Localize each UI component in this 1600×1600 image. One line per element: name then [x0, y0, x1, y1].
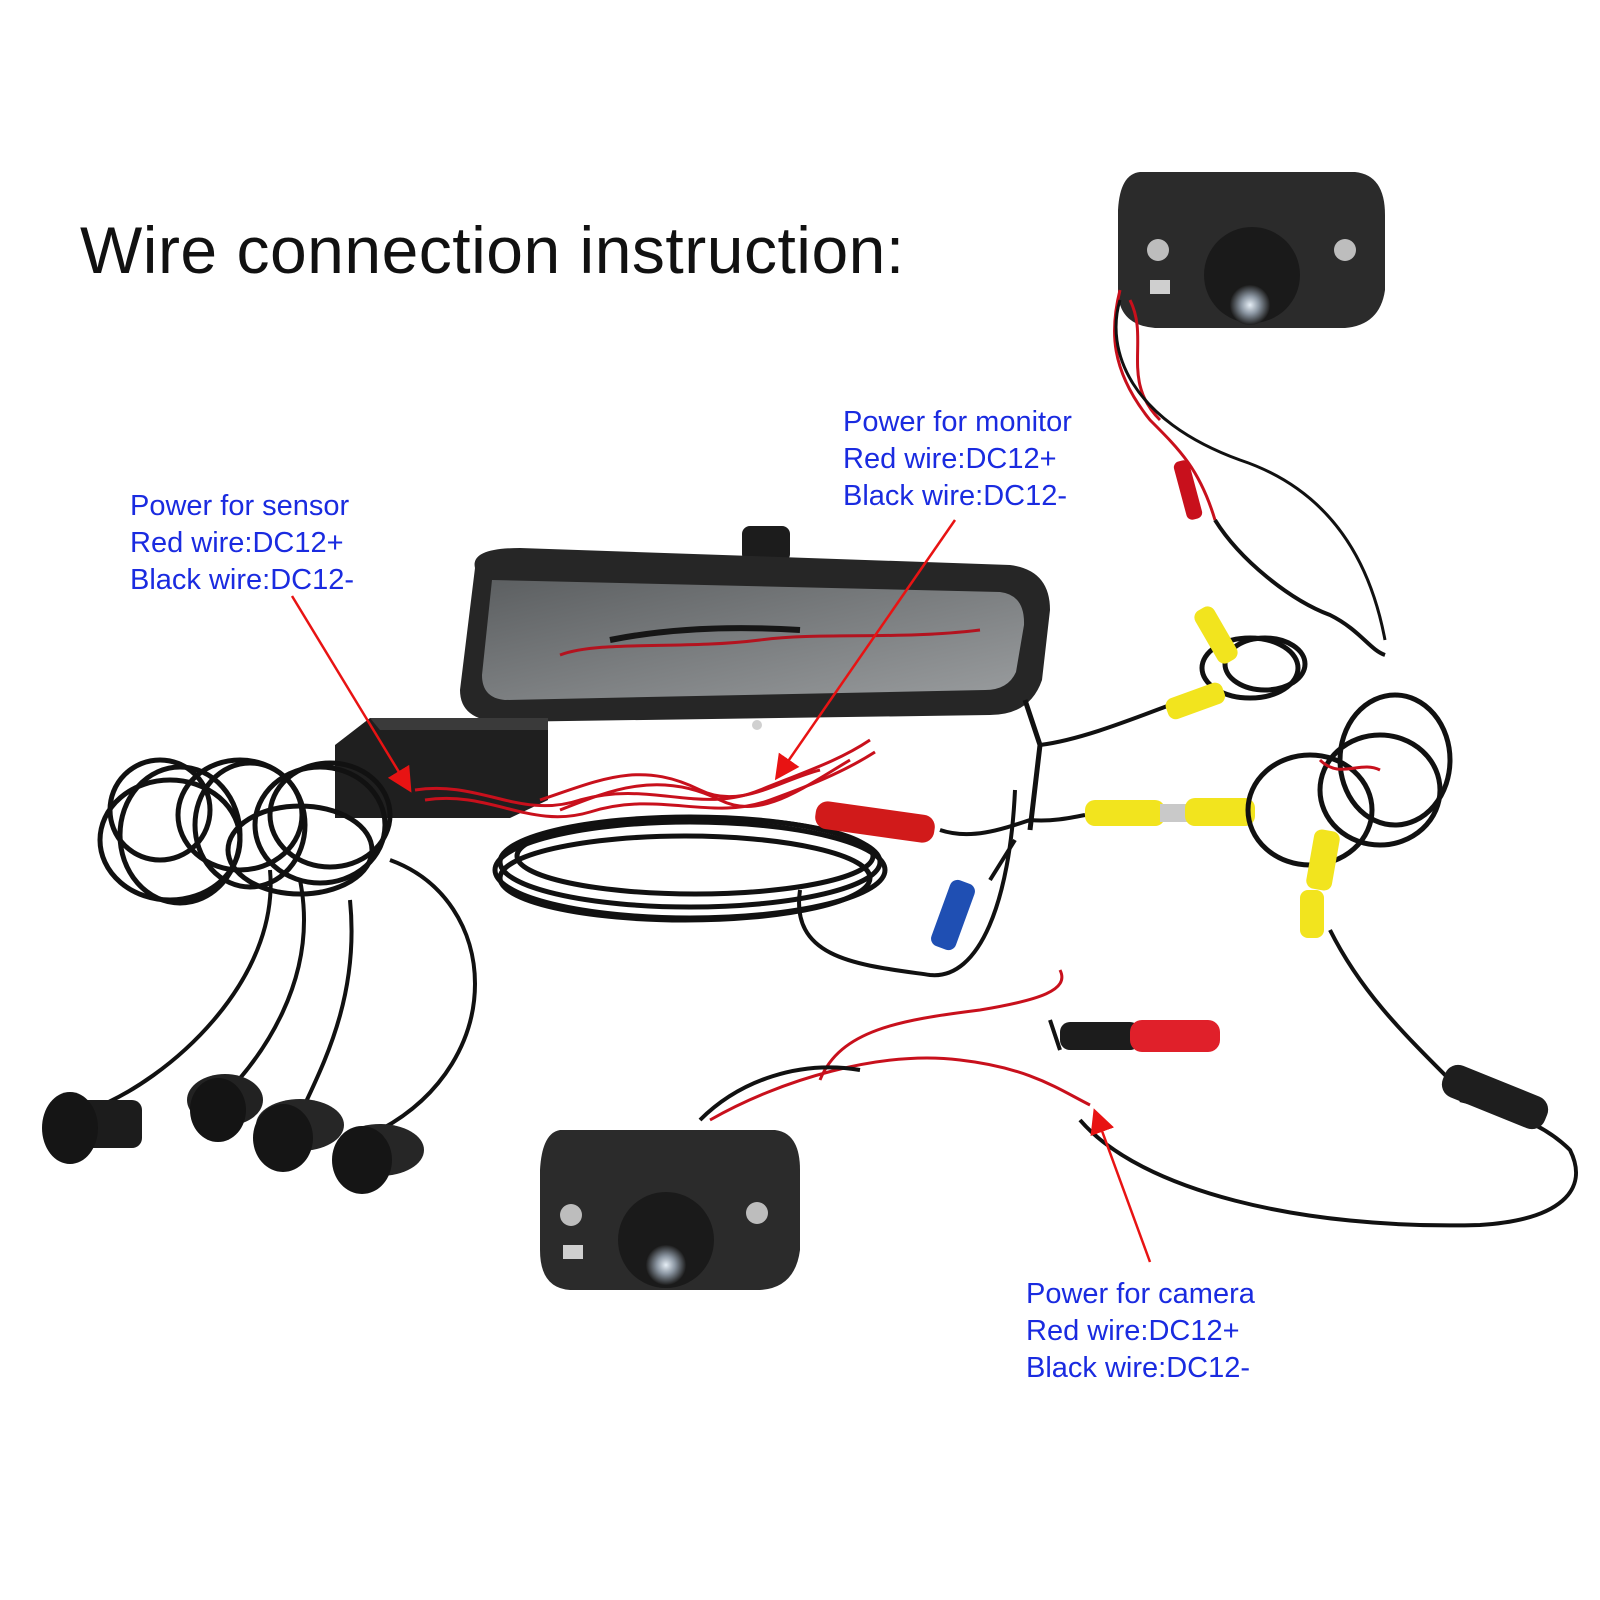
- page-title: Wire connection instruction:: [80, 213, 905, 287]
- monitor-power-label: Power for monitor Red wire:DC12+ Black w…: [843, 404, 1072, 515]
- monitor-label-red: Red wire:DC12+: [843, 443, 1057, 475]
- sensor-label-heading: Power for sensor: [130, 490, 350, 522]
- camera-label-black: Black wire:DC12-: [1026, 1352, 1250, 1384]
- sensor-label-black: Black wire:DC12-: [130, 564, 354, 596]
- yellow-rca-connectors: [1085, 798, 1255, 826]
- monitor-power-button-icon: [752, 720, 762, 730]
- main-cable-coil: [492, 789, 1017, 978]
- camera-arrow: [1090, 1108, 1152, 1263]
- blue-plug: [931, 879, 975, 951]
- camera-power-label: Power for camera Red wire:DC12+ Black wi…: [1026, 1276, 1255, 1387]
- monitor-label-black: Black wire:DC12-: [843, 480, 1067, 512]
- sensor-label-red: Red wire:DC12+: [130, 527, 344, 559]
- sensor-power-label: Power for sensor Red wire:DC12+ Black wi…: [130, 488, 354, 599]
- parking-sensors: [42, 1074, 424, 1194]
- camera-label-heading: Power for camera: [1026, 1278, 1255, 1310]
- parking-sensor-4: [332, 1124, 424, 1194]
- parking-sensor-2: [187, 1074, 263, 1142]
- bottom-camera: [540, 969, 1578, 1290]
- monitor-label-heading: Power for monitor: [843, 406, 1072, 438]
- mirror-mount: [742, 526, 790, 562]
- camera-label-red: Red wire:DC12+: [1026, 1315, 1240, 1347]
- parking-sensor-3: [253, 1099, 344, 1172]
- right-yellow-rca: [1165, 606, 1340, 938]
- red-dc-plug: [815, 801, 935, 843]
- red-power-wires: [414, 738, 876, 819]
- top-camera: [1112, 172, 1387, 657]
- monitor-arrow: [774, 519, 957, 781]
- callout-arrows: [290, 519, 1152, 1263]
- sensor-control-box: [335, 718, 548, 818]
- sensor-arrow: [290, 595, 412, 793]
- parking-sensor-1: [42, 1092, 142, 1164]
- mirror-monitor: [460, 526, 1050, 730]
- mirror-harness: [815, 699, 1255, 951]
